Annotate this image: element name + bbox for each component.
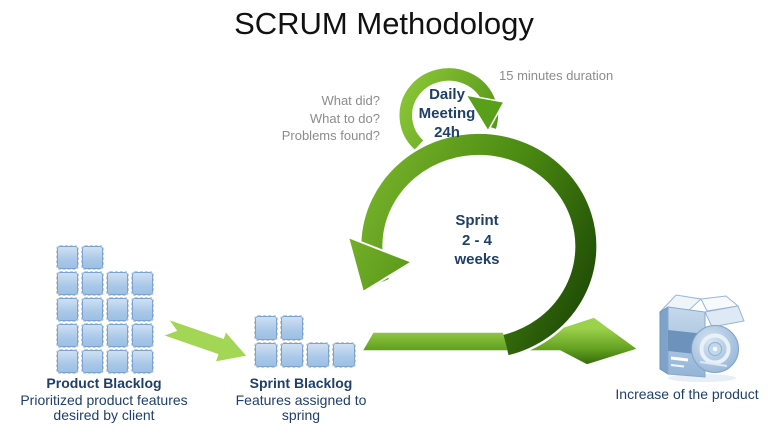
backlog-item-square (81, 349, 104, 374)
backlog-item-square (131, 349, 154, 374)
backlog-item-square (106, 297, 129, 322)
backlog-item-square (131, 271, 154, 296)
backlog-item-square (56, 349, 79, 374)
backlog-item-square (81, 323, 104, 348)
sprint-line: weeks (454, 251, 500, 268)
backlog-grid-row (254, 342, 356, 368)
handoff-arrow (161, 318, 248, 363)
backlog-item-square (332, 342, 356, 368)
product-backlog-grid (56, 245, 154, 374)
duration-note: 15 minutes duration (499, 68, 614, 83)
backlog-item-square (56, 245, 79, 270)
backlog-grid-row (56, 245, 153, 270)
sprint-line: Sprint (455, 212, 499, 229)
release-arrow (360, 316, 640, 366)
sprint-backlog-caption: Sprint Blacklog Features assigned to spr… (211, 375, 391, 424)
backlog-grid-row (56, 271, 154, 296)
daily-meeting-line: 24h (434, 124, 460, 141)
cd-disc-icon (691, 325, 739, 373)
backlog-grid-row (56, 323, 154, 348)
question-line: What did? (321, 93, 380, 108)
backlog-item-square (106, 271, 129, 296)
backlog-grid-row (56, 297, 154, 322)
daily-meeting-label: Daily Meeting 24h (407, 85, 487, 142)
backlog-item-square (81, 271, 104, 296)
backlog-item-square (280, 315, 304, 341)
product-backlog-title: Product Blacklog (46, 375, 162, 391)
sprint-backlog-title: Sprint Blacklog (249, 375, 353, 391)
question-line: What to do? (309, 110, 380, 126)
sprint-backlog-grid (254, 315, 356, 368)
backlog-item-square (254, 342, 278, 368)
product-backlog-desc-line: desired by client (53, 407, 155, 423)
sprint-backlog-desc-line: spring (281, 407, 321, 423)
sprint-backlog-desc-line: Features assigned to (235, 391, 367, 408)
backlog-item-square (81, 245, 104, 270)
page-title: SCRUM Methodology (234, 6, 534, 41)
daily-meeting-line: Meeting (418, 105, 476, 122)
daily-loop-arrowhead (464, 93, 506, 133)
product-increment-caption: Increase of the product (597, 386, 768, 403)
backlog-item-square (131, 323, 154, 348)
sprint-label: Sprint 2 - 4 weeks (427, 211, 527, 270)
backlog-item-square (254, 315, 278, 341)
product-backlog-desc-line: Prioritized product features (20, 391, 188, 408)
software-box-icon (658, 294, 745, 382)
product-backlog-caption: Product Blacklog Prioritized product fea… (14, 375, 194, 424)
backlog-grid-row (254, 315, 355, 341)
daily-meeting-questions: What did? What to do? Problems found? (200, 92, 380, 145)
sprint-line: 2 - 4 (461, 231, 492, 249)
backlog-item-square (280, 342, 304, 368)
product-increment-label: Increase of the product (615, 386, 759, 402)
backlog-item-square (131, 297, 154, 322)
sprint-loop-arrow (346, 131, 599, 358)
backlog-item-square (106, 349, 129, 374)
backlog-item-square (56, 297, 79, 322)
daily-meeting-loop-arrow (397, 65, 506, 152)
backlog-item-square (306, 342, 330, 368)
backlog-grid-row (56, 349, 154, 374)
backlog-item-square (56, 323, 79, 348)
backlog-item-square (56, 271, 79, 296)
backlog-item-square (81, 297, 104, 322)
daily-meeting-line: Daily (429, 86, 465, 103)
question-line: Problems found? (281, 128, 380, 143)
sprint-loop-arrowhead (346, 235, 415, 294)
backlog-item-square (106, 323, 129, 348)
